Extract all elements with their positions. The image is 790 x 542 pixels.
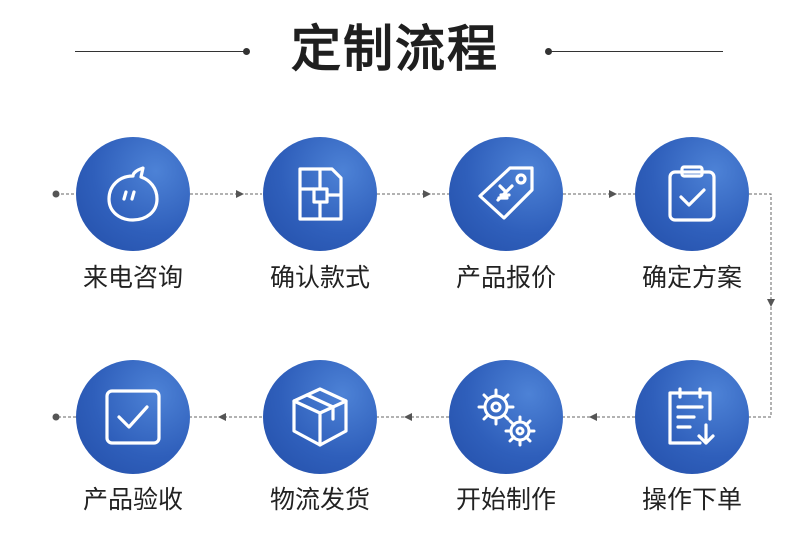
step-label-3: 产品报价 [455, 263, 556, 292]
step-label-1: 来电咨询 [82, 263, 183, 292]
step-label-5: 操作下单 [641, 485, 742, 514]
chat-bubble-icon [107, 166, 159, 222]
title-right-line [548, 51, 723, 52]
step-circle-5 [635, 360, 749, 474]
step-circle-8 [76, 360, 190, 474]
price-tag-icon [478, 166, 534, 220]
title-left-dot [243, 48, 250, 55]
step-circle-3 [449, 137, 563, 251]
step-circle-7 [263, 360, 377, 474]
step-label-8: 产品验收 [82, 485, 183, 514]
design-layout-icon [298, 167, 343, 221]
clipboard-check-icon [668, 165, 716, 222]
box-icon [292, 387, 348, 447]
step-circle-4 [635, 137, 749, 251]
order-download-icon [668, 387, 715, 445]
step-circle-6 [449, 360, 563, 474]
step-label-6: 开始制作 [455, 485, 556, 514]
page-title: 定制流程 [291, 20, 499, 78]
step-label-7: 物流发货 [269, 485, 370, 514]
step-label-4: 确定方案 [641, 263, 742, 292]
gears-icon [477, 388, 536, 447]
step-label-2: 确认款式 [269, 263, 370, 292]
step-circle-2 [263, 137, 377, 251]
checkbox-icon [105, 389, 161, 445]
title-left-line [75, 51, 245, 52]
step-circle-1 [76, 137, 190, 251]
